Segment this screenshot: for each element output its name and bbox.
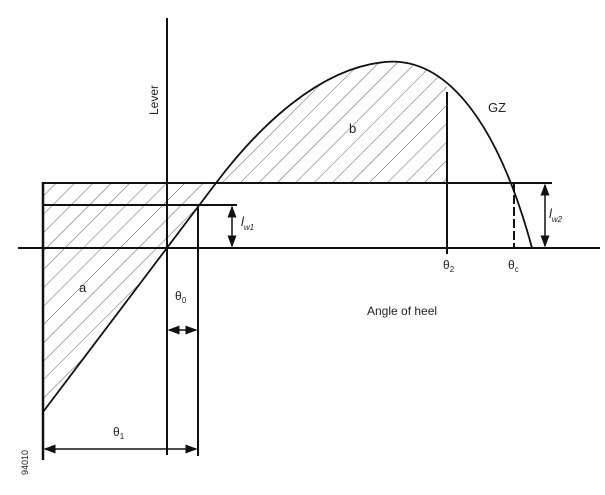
x-axis-label: Angle of heel	[367, 304, 437, 318]
theta0-label: θ0	[175, 289, 187, 305]
lw2-label: lw2	[549, 206, 563, 224]
theta2-label: θ2	[443, 258, 455, 274]
theta1-label: θ1	[113, 425, 125, 441]
y-axis-label: Lever	[147, 85, 161, 115]
figure-id: 94010	[20, 450, 30, 475]
gz-label: GZ	[488, 100, 506, 115]
lw1-label: lw1	[241, 214, 254, 232]
area-b-label: b	[349, 121, 356, 136]
area-a-hatch	[43, 183, 216, 412]
area-a-label: a	[79, 280, 87, 295]
thetac-label: θc	[508, 258, 519, 274]
area-b-hatch	[216, 61, 447, 183]
gz-curve	[42, 60, 533, 413]
